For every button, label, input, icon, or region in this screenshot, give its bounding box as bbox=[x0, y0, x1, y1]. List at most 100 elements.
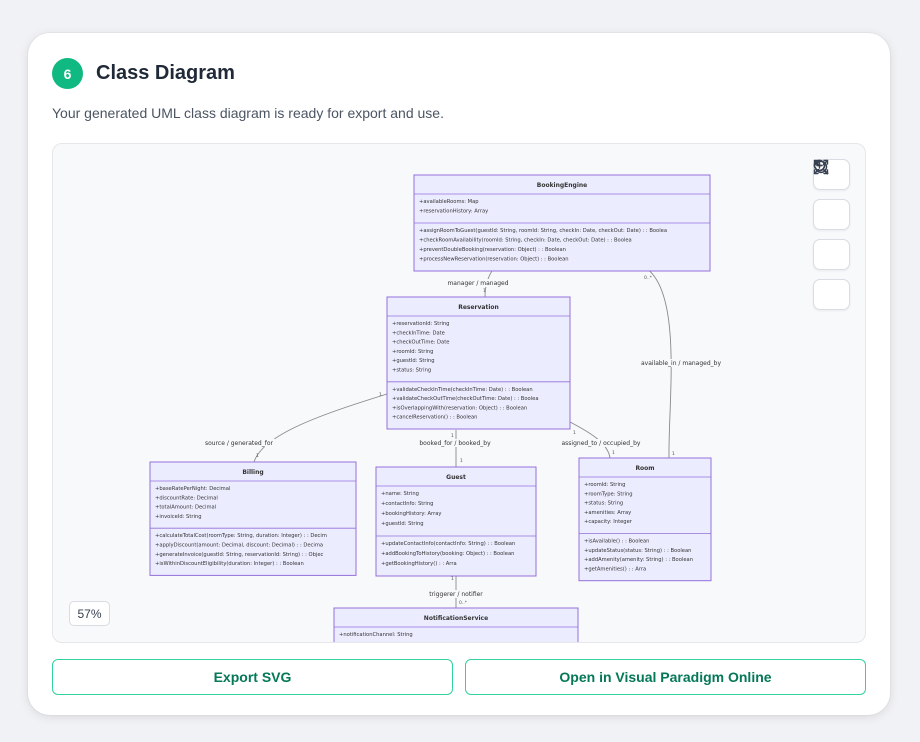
class-billing[interactable]: Billing +baseRatePerNight: Decimal +discou… bbox=[149, 461, 357, 576]
relation-guest-notification[interactable]: triggerer / notifier 1 0..* bbox=[420, 572, 492, 608]
class-reservation[interactable]: Reservation +reservationId: String +checkI… bbox=[386, 296, 571, 430]
class-guest[interactable]: Guest +name: String +contactInfo: String +b… bbox=[375, 466, 537, 577]
class-attribute: +guestId: String bbox=[392, 358, 435, 364]
class-attribute: +roomId: String bbox=[392, 349, 433, 355]
class-booking-engine[interactable]: BookingEngine +availableRooms: Map +reserv… bbox=[413, 174, 711, 272]
class-room[interactable]: Room +roomId: String +roomType: String +sta… bbox=[578, 457, 712, 582]
relation-label: manager / managed bbox=[447, 280, 508, 287]
class-attribute: +invoiceId: String bbox=[155, 514, 202, 520]
relation-engine-room[interactable]: available_in / managed_by 0..* 1 bbox=[636, 267, 726, 459]
class-method: +isOverlappingWith(reservation: Object) … bbox=[392, 405, 527, 411]
class-attribute: +availableRooms: Map bbox=[419, 199, 479, 205]
class-attribute: +baseRatePerNight: Decimal bbox=[155, 486, 230, 492]
relation-label-bg bbox=[447, 279, 509, 287]
multiplicity-from: 0..* bbox=[644, 275, 653, 281]
class-attribute: +discountRate: Decimal bbox=[155, 495, 218, 501]
multiplicity-to: 0..* bbox=[459, 600, 468, 606]
class-method: +addBookingToHistory(booking: Object) : … bbox=[381, 551, 514, 557]
class-method: +getBookingHistory() : : Arra bbox=[381, 561, 457, 567]
class-method: +assignRoomToGuest(guestId: String, room… bbox=[419, 228, 667, 234]
export-svg-button[interactable]: Export SVG bbox=[52, 659, 453, 695]
class-method: +validateCheckInTime(checkInTime: Date) … bbox=[392, 387, 533, 393]
fit-screen-button[interactable] bbox=[813, 159, 850, 310]
class-attribute: +status: String bbox=[392, 368, 431, 374]
class-method: +cancelReservation() : : Boolean bbox=[392, 415, 477, 421]
class-notification-service[interactable]: NotificationService +notificationChannel:… bbox=[333, 607, 579, 643]
relation-label-bg bbox=[420, 590, 492, 598]
class-attribute: +reservationId: String bbox=[392, 321, 449, 327]
class-attribute: +roomType: String bbox=[584, 491, 633, 497]
relation-line bbox=[253, 393, 388, 463]
page-title: Class Diagram bbox=[96, 62, 235, 84]
zoom-controls bbox=[813, 159, 851, 319]
class-name: Room bbox=[635, 465, 654, 472]
multiplicity-to: 1 bbox=[612, 450, 615, 456]
relation-label-bg bbox=[199, 439, 279, 447]
class-method: +validateCheckOutTime(checkOutTime: Date… bbox=[392, 396, 539, 402]
class-attribute: +amenities: Array bbox=[584, 510, 631, 516]
class-method: +isWithinDiscountEligibility(duration: I… bbox=[155, 561, 304, 567]
class-box bbox=[386, 296, 571, 430]
multiplicity-to: 1 bbox=[672, 451, 675, 457]
multiplicity-to: 1 bbox=[256, 453, 259, 459]
class-box bbox=[333, 607, 579, 642]
multiplicity-from: 1 bbox=[451, 433, 454, 439]
relation-label-bg bbox=[636, 359, 726, 367]
relation-reservation-room[interactable]: assigned_to / occupied_by 1 1 bbox=[556, 421, 646, 459]
class-method: +updateContactInfo(contactInfo: String) … bbox=[381, 541, 515, 547]
relation-label: assigned_to / occupied_by bbox=[562, 440, 641, 447]
multiplicity-to: 1 bbox=[460, 458, 463, 464]
classes-layer: BookingEngine +availableRooms: Map +reserv… bbox=[149, 174, 712, 643]
class-method: +updateStatus(status: String) : : Boolea… bbox=[584, 548, 691, 554]
class-name: NotificationService bbox=[424, 615, 488, 622]
step-number-badge: 6 bbox=[52, 58, 83, 89]
class-attribute: +guestId: String bbox=[381, 521, 424, 527]
relation-label: source / generated_for bbox=[205, 440, 274, 447]
class-diagram-card: 6 Class Diagram Your generated UML class… bbox=[28, 33, 890, 715]
class-attribute: +bookingHistory: Array bbox=[381, 511, 441, 517]
class-attribute: +notificationChannel: String bbox=[339, 632, 413, 638]
class-name: Guest bbox=[446, 474, 466, 481]
class-method: +checkRoomAvailability(roomId: String, c… bbox=[419, 238, 632, 244]
reset-view-button[interactable] bbox=[813, 160, 850, 270]
class-attribute: +totalAmount: Decimal bbox=[155, 505, 216, 511]
class-attribute: +roomId: String bbox=[584, 482, 625, 488]
class-attribute: +checkOutTime: Date bbox=[392, 340, 449, 346]
class-attribute: +status: String bbox=[584, 501, 623, 507]
multiplicity-from: 1 bbox=[451, 576, 454, 582]
class-method: +addAmenity(amenity: String) : : Boolean bbox=[584, 557, 693, 563]
multiplicity-from: 1 bbox=[379, 392, 382, 398]
class-name: Reservation bbox=[458, 304, 499, 311]
zoom-level-indicator: 57% bbox=[69, 601, 110, 626]
fit-screen-icon bbox=[813, 159, 829, 175]
relation-label: triggerer / notifier bbox=[429, 591, 483, 598]
class-method: +isAvailable() : : Boolean bbox=[584, 539, 649, 545]
relation-label: available_in / managed_by bbox=[641, 360, 722, 367]
page-subtitle: Your generated UML class diagram is read… bbox=[52, 105, 444, 121]
zoom-out-button[interactable] bbox=[813, 159, 850, 230]
class-attribute: +name: String bbox=[381, 491, 419, 497]
relation-line bbox=[645, 267, 672, 459]
class-attribute: +contactInfo: String bbox=[381, 501, 433, 507]
class-method: +processNewReservation(reservation: Obje… bbox=[419, 257, 569, 263]
relation-label-bg bbox=[415, 439, 495, 447]
class-method: +getAmenities() : : Arra bbox=[584, 566, 646, 572]
class-name: Billing bbox=[242, 469, 263, 476]
open-visual-paradigm-button[interactable]: Open in Visual Paradigm Online bbox=[465, 659, 866, 695]
class-attribute: +checkInTime: Date bbox=[392, 330, 445, 336]
relation-reservation-billing[interactable]: source / generated_for 1 1 bbox=[199, 392, 388, 463]
class-method: +applyDiscount(amount: Decimal, discount… bbox=[155, 543, 323, 549]
multiplicity-from: 1 bbox=[573, 430, 576, 436]
class-box bbox=[375, 466, 537, 577]
class-method: +generateInvoice(guestId: String, reserv… bbox=[155, 552, 324, 558]
relation-label-bg bbox=[556, 439, 646, 447]
relation-label: booked_for / booked_by bbox=[419, 440, 491, 447]
class-attribute: +reservationHistory: Array bbox=[419, 209, 488, 215]
class-box bbox=[578, 457, 712, 582]
class-name: BookingEngine bbox=[537, 182, 588, 189]
